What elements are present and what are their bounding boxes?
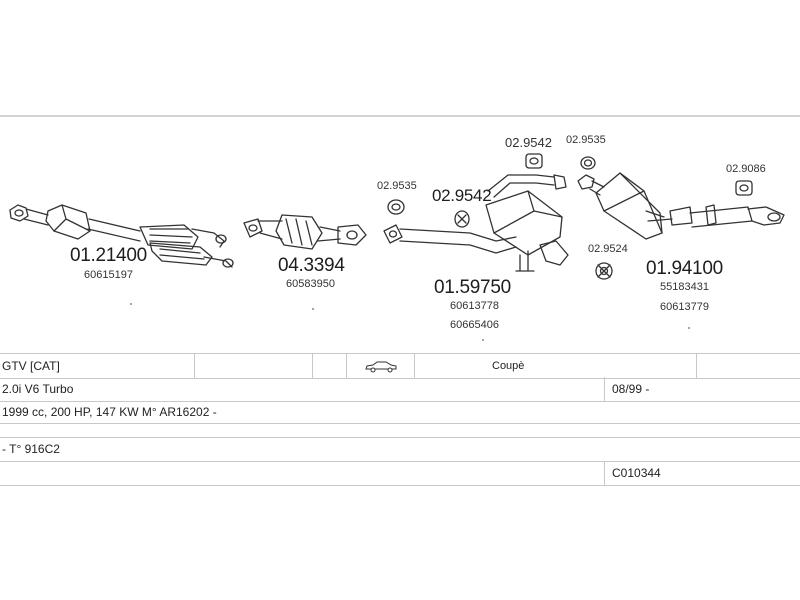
part-small-label-6[interactable]: 02.9524	[588, 243, 628, 255]
gasket-part-left[interactable]	[387, 199, 405, 215]
marker-dot-1	[130, 303, 132, 305]
exhaust-system-diagram: 01.21400 60615197 04.3394 60583950 02.95…	[0, 115, 800, 355]
part-number-1[interactable]: 01.21400	[70, 245, 147, 266]
clamp-part[interactable]	[595, 262, 613, 280]
column-divider	[696, 354, 697, 378]
marker-dot-2	[312, 308, 314, 310]
hanger-part-top[interactable]	[525, 153, 543, 169]
column-divider	[414, 354, 415, 378]
part-sub-number-4a: 55183431	[660, 281, 709, 293]
type-code-cell: - T° 916C2	[2, 442, 60, 456]
hanger-part-center[interactable]	[454, 210, 470, 228]
table-row-engine: 2.0i V6 Turbo 08/99 -	[0, 377, 800, 402]
part-number-4[interactable]: 01.94100	[646, 258, 723, 279]
part-small-label-5[interactable]: 02.9086	[726, 163, 766, 175]
part-sub-number-3a: 60613778	[450, 300, 499, 312]
front-pipe-catalyst-part[interactable]	[9, 204, 234, 268]
column-divider	[346, 354, 347, 378]
rear-silencer-part[interactable]	[577, 172, 785, 240]
spec-cell: 1999 cc, 200 HP, 147 KW M° AR16202 -	[2, 405, 217, 419]
exhaust-parts-drawing	[9, 153, 785, 280]
table-row-type: - T° 916C2	[0, 437, 800, 462]
catalyst-pipe-part[interactable]	[243, 214, 367, 250]
middle-silencer-part[interactable]	[383, 174, 569, 272]
table-row-spec: 1999 cc, 200 HP, 147 KW M° AR16202 -	[0, 401, 800, 424]
catalog-code-cell: C010344	[612, 466, 661, 480]
date-range-cell: 08/99 -	[612, 382, 650, 396]
table-row-catalog: C010344	[0, 461, 800, 486]
body-type-cell: Coupè	[492, 360, 525, 372]
car-icon	[365, 361, 397, 373]
marker-dot-4	[688, 327, 690, 329]
table-row-spacer	[0, 423, 800, 438]
column-divider	[194, 354, 195, 378]
part-number-2[interactable]: 04.3394	[278, 255, 345, 276]
part-small-label-3[interactable]: 02.9542	[505, 135, 552, 150]
gasket-part-right[interactable]	[580, 156, 596, 170]
part-small-label-1[interactable]: 02.9535	[377, 180, 417, 192]
column-divider	[604, 461, 605, 485]
part-sub-number-4b: 60613779	[660, 301, 709, 313]
column-divider	[604, 377, 605, 401]
top-rule	[0, 115, 800, 117]
column-divider	[312, 354, 313, 378]
hanger-part-far-right[interactable]	[735, 180, 753, 196]
engine-cell: 2.0i V6 Turbo	[2, 382, 74, 396]
table-row-model: GTV [CAT] Coupè	[0, 353, 800, 379]
part-sub-number-1: 60615197	[84, 269, 133, 281]
part-sub-number-2: 60583950	[286, 278, 335, 290]
part-small-label-2[interactable]: 02.9542	[432, 186, 492, 205]
part-sub-number-3b: 60665406	[450, 319, 499, 331]
part-small-label-4[interactable]: 02.9535	[566, 134, 606, 146]
model-cell: GTV [CAT]	[2, 359, 60, 373]
part-number-3[interactable]: 01.59750	[434, 277, 511, 298]
marker-dot-3	[482, 339, 484, 341]
